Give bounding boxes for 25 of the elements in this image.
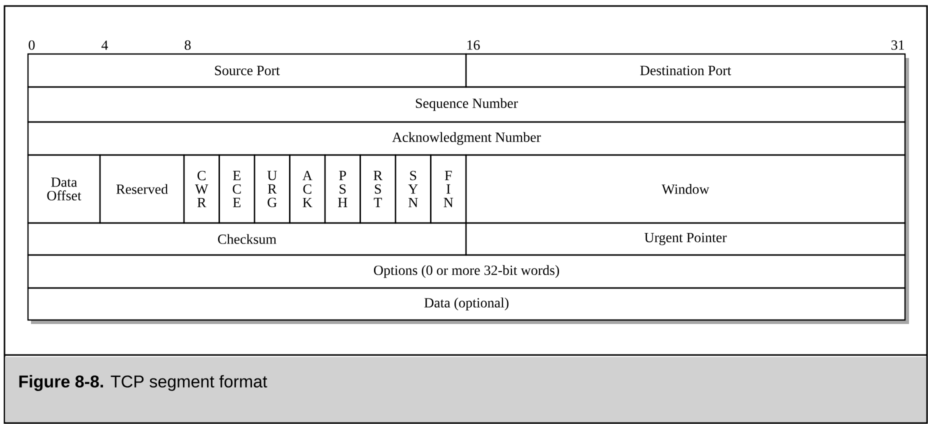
bit-number: 0 [28,40,35,50]
field-cell: S Y N [394,154,432,224]
field-cell: U R G [254,154,290,224]
field-cell: Destination Port [465,53,906,88]
caption-band: Figure 8-8. TCP segment format [4,354,927,422]
field-cell: C W R [183,154,220,224]
field-cell: Source Port [27,53,467,88]
field-cell: A C K [289,154,326,224]
field-cell: Options (0 or more 32-bit words) [27,254,906,289]
field-cell: P S H [324,154,361,224]
field-cell: R S T [360,154,396,224]
field-cell: Data Offset [27,154,101,224]
field-cell: Reserved [99,154,185,224]
field-cell: E C E [218,154,256,224]
field-cell: Acknowledgment Number [27,121,906,156]
bit-number: 31 [891,40,904,50]
bit-number: 8 [184,40,191,50]
field-cell: Sequence Number [27,86,906,123]
field-cell: Window [465,154,906,224]
field-cell: Urgent Pointer [465,222,906,256]
bit-number: 4 [101,40,108,50]
field-cell: Checksum [27,222,467,256]
field-cell: F I N [430,154,467,224]
field-cell: Data (optional) [27,287,906,321]
bit-number: 16 [467,40,480,50]
